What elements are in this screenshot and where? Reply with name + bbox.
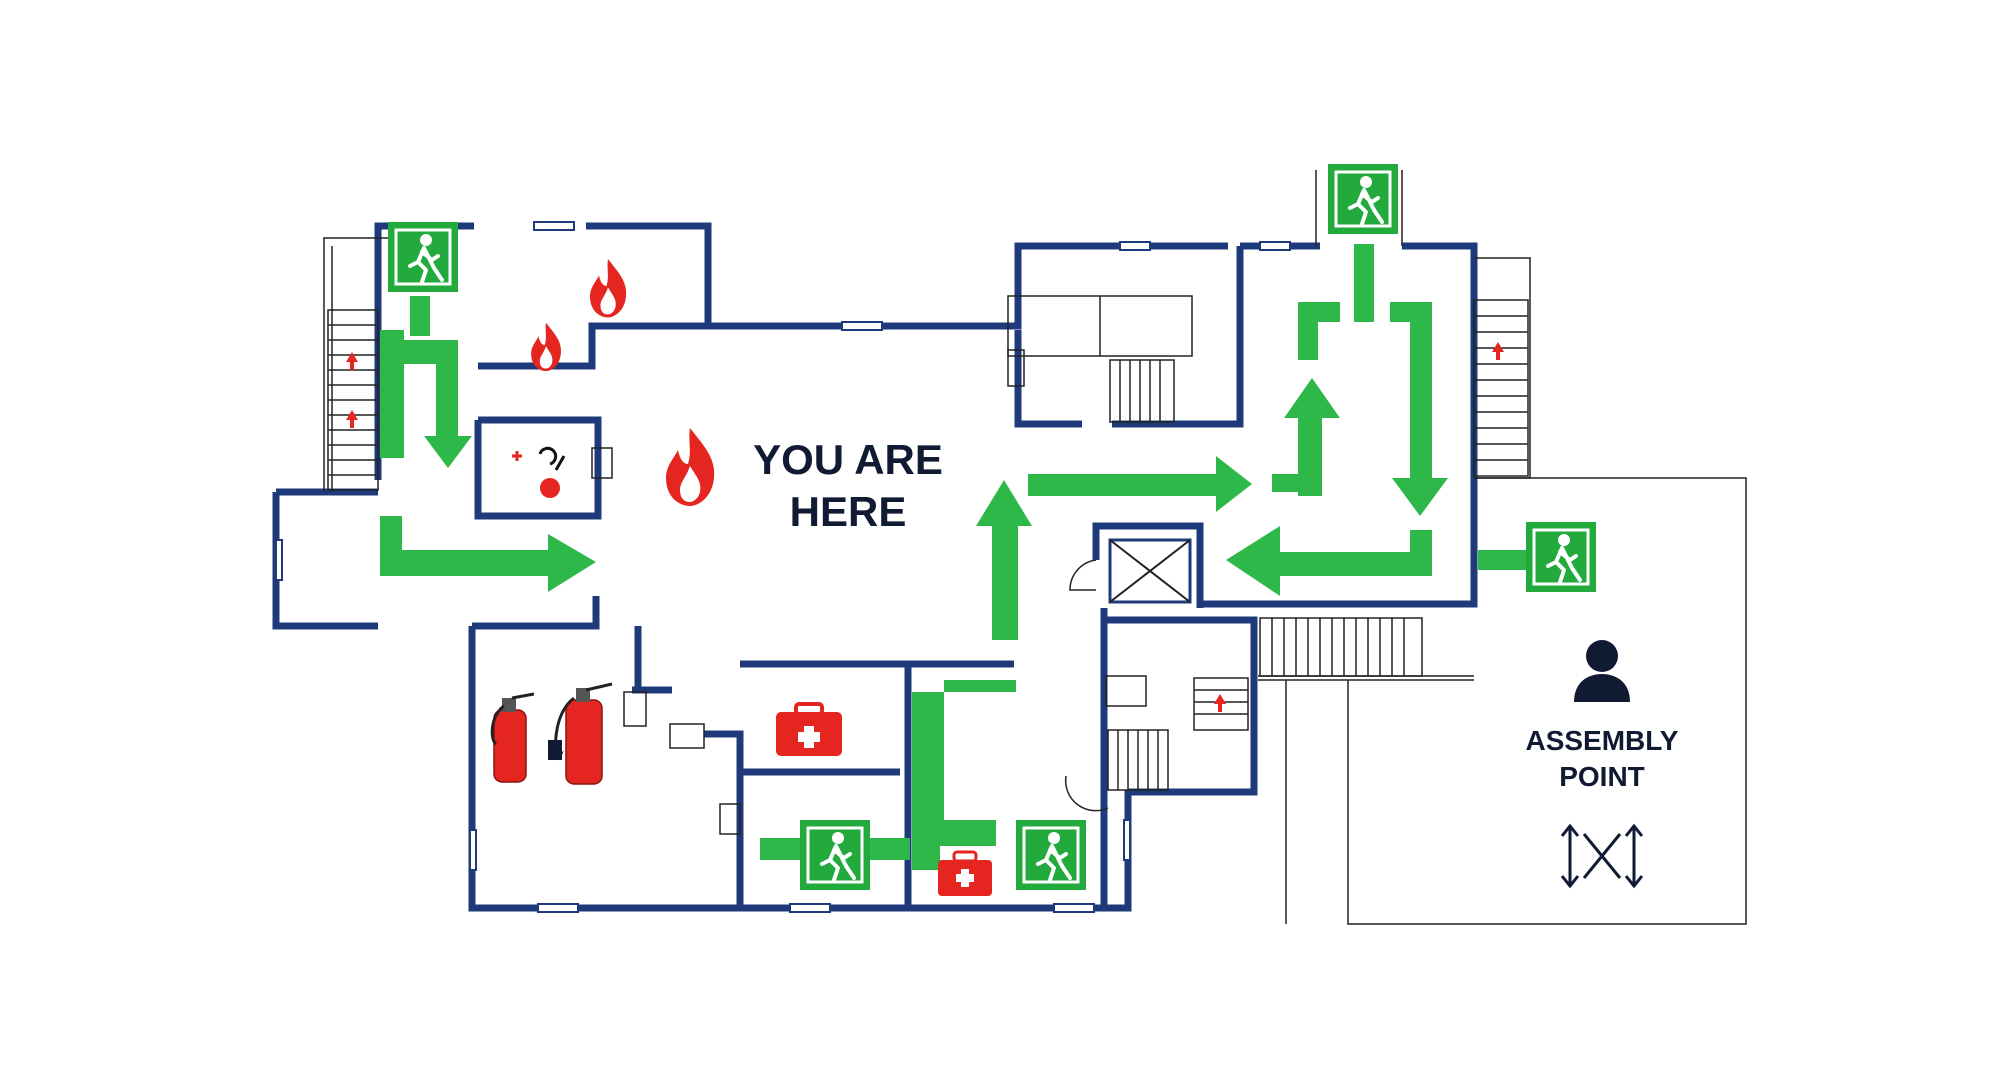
route-right-top-left xyxy=(1298,302,1340,360)
fire-icon xyxy=(666,428,715,506)
first-aid-kit-icon xyxy=(776,702,842,756)
route-center-right xyxy=(1028,456,1252,512)
route-bottom-exit-stub-right xyxy=(860,838,910,860)
wall-alarm-room xyxy=(474,416,602,520)
elevator-icon xyxy=(1108,538,1192,604)
stair-direction-arrows xyxy=(346,342,1504,712)
exit-sign-icon xyxy=(1014,818,1088,892)
wall-lift-room xyxy=(1014,246,1244,428)
direction-arrow-icon xyxy=(1492,342,1504,360)
exit-sign-icon xyxy=(1524,520,1598,594)
outer-structures xyxy=(323,170,1747,925)
fire-extinguisher-icon xyxy=(548,682,613,785)
direction-arrow-icon xyxy=(346,352,358,370)
fire-extinguisher-icon xyxy=(490,692,535,783)
exit-sign-icon xyxy=(798,818,872,892)
route-right-top-right xyxy=(1390,302,1448,516)
route-right-return xyxy=(1226,526,1432,596)
direction-arrow-icon xyxy=(1214,694,1226,712)
you-are-here-line2: HERE xyxy=(790,488,907,535)
person-icon xyxy=(1574,640,1630,702)
stairs-lower-block xyxy=(1064,559,1249,812)
stairs-center-upper xyxy=(1109,359,1175,423)
route-center-lower xyxy=(912,680,1016,870)
stairs-right xyxy=(1473,299,1529,477)
exit-sign-icon xyxy=(1326,162,1400,236)
assembly-point-line2: POINT xyxy=(1559,761,1645,792)
windows xyxy=(275,221,1291,913)
fire-icon xyxy=(531,322,562,372)
wall-upper-corridor xyxy=(708,242,1228,330)
fire-icon xyxy=(590,259,627,318)
exit-sign-icon xyxy=(386,220,460,294)
stairs-bottom-wide xyxy=(1259,617,1423,677)
direction-arrow-icon xyxy=(346,410,358,428)
stairs-left xyxy=(327,309,379,491)
route-right-up xyxy=(1272,378,1340,496)
first-aid-kit-icon xyxy=(938,850,992,896)
fire-alarm-icon xyxy=(512,446,566,498)
assembly-symbol-icon xyxy=(1560,823,1644,889)
route-top-left xyxy=(404,340,472,468)
route-left-horizontal xyxy=(380,516,596,592)
route-left-vertical xyxy=(380,330,404,458)
route-exit-top-left-stub xyxy=(410,296,430,336)
wall-left-annex xyxy=(272,488,378,630)
route-bottom-exit-stub xyxy=(760,838,800,860)
wall-lower-stair-block xyxy=(1100,616,1258,910)
assembly-point-line1: ASSEMBLY xyxy=(1525,725,1678,756)
route-center-up xyxy=(976,480,1032,640)
you-are-here-line1: YOU ARE xyxy=(753,436,943,483)
evacuation-routes xyxy=(380,244,1526,870)
route-exit-top-stub xyxy=(1354,244,1374,322)
wall-first-aid-rooms xyxy=(740,660,1014,910)
route-right-exit-stub xyxy=(1478,550,1526,570)
